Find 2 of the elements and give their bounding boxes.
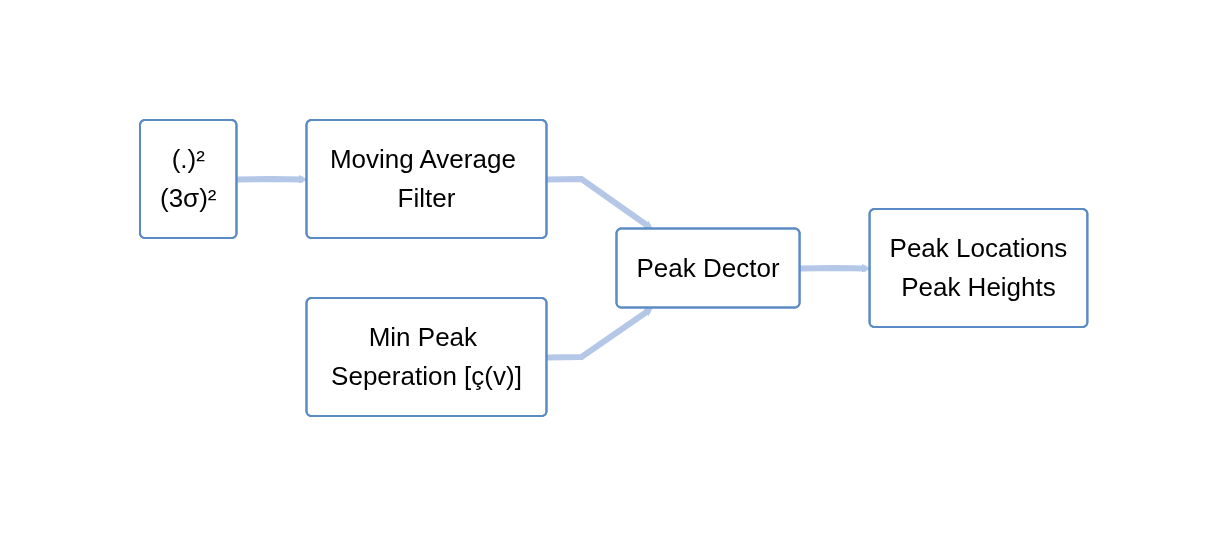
arrow xyxy=(547,176,654,230)
arrow xyxy=(547,307,654,361)
